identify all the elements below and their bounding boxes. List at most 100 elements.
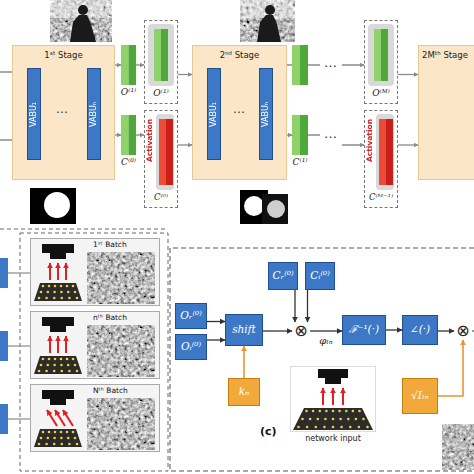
node-graphic — [31, 312, 159, 378]
rect-shape — [156, 114, 174, 190]
rect-shape — [87, 398, 155, 450]
rect-shape — [374, 29, 381, 81]
operation-box: ∠(·) — [410, 324, 430, 335]
circle-shape — [67, 291, 70, 294]
activation-label: Activation — [146, 119, 154, 162]
circle-shape — [312, 410, 315, 413]
circle-shape — [40, 437, 43, 440]
rect-shape — [300, 115, 308, 155]
circle-shape — [332, 410, 335, 413]
blue-node: Cᵣ⁽⁰⁾ — [268, 262, 298, 290]
connector-arrow — [386, 329, 402, 330]
support-image — [262, 194, 288, 224]
feature-bar — [300, 45, 308, 85]
circle-shape — [53, 291, 56, 294]
input-box: √Iₗₙ — [411, 390, 429, 401]
photo-figure — [265, 5, 275, 15]
line-shape — [322, 388, 324, 405]
connector-arrow — [307, 290, 308, 322]
act-node: ActivationC⁽ᴹ⁻¹⁾ — [364, 110, 398, 208]
circle-shape — [60, 358, 63, 361]
circle-shape — [53, 364, 56, 367]
rect-shape — [50, 253, 66, 259]
support-circle — [44, 192, 70, 218]
block-label: VABU₁ — [210, 102, 218, 127]
ellipsis-mark: … — [324, 127, 337, 141]
operation-box: Oᵢ⁽⁰⁾ — [181, 341, 201, 352]
circle-shape — [338, 410, 341, 413]
connector-arrow — [294, 290, 295, 322]
circle-shape — [358, 426, 361, 429]
orange-node: √Iₗₙ — [402, 378, 438, 414]
circle-shape — [42, 285, 45, 288]
link-line — [8, 272, 30, 273]
blue-node: Oᵢ⁽⁰⁾ — [175, 334, 207, 360]
green-node: O⁽¹⁾ — [121, 45, 136, 85]
circle-shape — [47, 364, 50, 367]
polygon-shape — [293, 408, 373, 430]
input-caption: network input — [305, 435, 361, 443]
circle-shape — [48, 285, 51, 288]
circle-shape — [38, 297, 41, 300]
connector-arrow — [243, 346, 245, 378]
rect-shape — [325, 378, 341, 384]
polygon-shape — [34, 429, 82, 447]
zoom-line — [0, 229, 168, 230]
multiply-symbol: ⊗ — [456, 323, 469, 339]
circle-shape — [42, 431, 45, 434]
circle-shape — [53, 370, 56, 373]
circle-shape — [60, 364, 63, 367]
tensor-label: O⁽¹⁾ — [153, 89, 168, 98]
circle-shape — [68, 443, 71, 446]
circle-shape — [305, 410, 308, 413]
line-shape — [342, 388, 344, 405]
circle-shape — [68, 297, 71, 300]
stage-title: 2ⁿᵈ Stage — [193, 51, 286, 60]
blue-node: Oᵣ⁽⁰⁾ — [175, 303, 207, 329]
circle-shape — [74, 437, 77, 440]
node-graphic — [290, 366, 376, 432]
line-shape — [65, 263, 67, 280]
circle-shape — [317, 418, 320, 421]
circle-shape — [54, 431, 57, 434]
circle-shape — [48, 358, 51, 361]
rect-shape — [154, 29, 161, 81]
photo — [240, 0, 295, 42]
line-shape — [49, 336, 51, 353]
circle-shape — [40, 364, 43, 367]
circle-shape — [60, 431, 63, 434]
line-shape — [57, 263, 59, 280]
circle-shape — [332, 418, 335, 421]
sym-node: ⊗ — [454, 322, 472, 340]
connector-arrow — [115, 134, 121, 135]
circle-shape — [54, 358, 57, 361]
circle-shape — [366, 426, 369, 429]
circle-shape — [324, 418, 327, 421]
circle-shape — [53, 297, 56, 300]
sym-node: ⊗ — [292, 322, 310, 340]
connector-arrow — [115, 64, 121, 65]
tensor-label: O⁽¹⁾ — [121, 88, 136, 97]
circle-shape — [53, 443, 56, 446]
circle-shape — [48, 431, 51, 434]
photo — [50, 0, 112, 42]
batch-label: Nᵗʰ Batch — [93, 387, 128, 395]
batch-label: 1ˢᵗ Batch — [93, 241, 127, 249]
input-box: kₙ — [239, 386, 250, 397]
edge-label: φₗₙ — [319, 335, 332, 346]
stage-node: 2Mᵗʰ Stage — [418, 45, 474, 180]
circle-shape — [61, 370, 64, 373]
panel-node: 1ˢᵗ Batch — [30, 238, 160, 306]
circle-shape — [297, 426, 300, 429]
circle-shape — [362, 418, 365, 421]
connector-arrow — [207, 339, 225, 340]
circle-shape — [72, 431, 75, 434]
connector-arrow — [398, 74, 418, 75]
block-stub — [0, 258, 8, 288]
tensor-label: C⁽⁰⁾ — [121, 158, 136, 167]
polygon-shape — [34, 283, 82, 301]
line-shape — [332, 388, 334, 405]
operation-box: shift — [232, 324, 256, 335]
support-circle — [244, 196, 264, 216]
circle-shape — [306, 426, 309, 429]
